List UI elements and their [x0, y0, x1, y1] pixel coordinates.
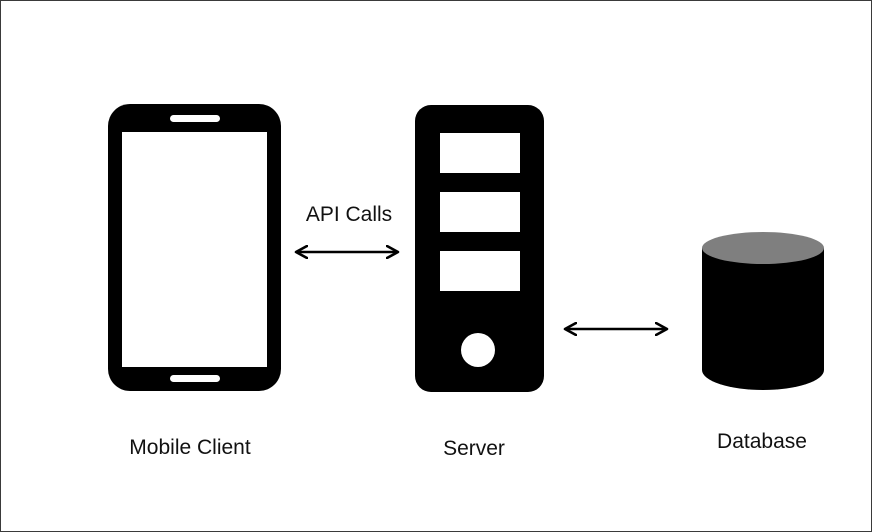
api-calls-label: API Calls	[305, 203, 393, 226]
server-tower-icon	[415, 105, 544, 392]
mobile-client-label: Mobile Client	[129, 436, 251, 459]
database-label: Database	[717, 430, 807, 453]
database-cylinder-icon	[702, 232, 824, 390]
server-label: Server	[443, 437, 505, 460]
smartphone-icon	[108, 104, 281, 391]
